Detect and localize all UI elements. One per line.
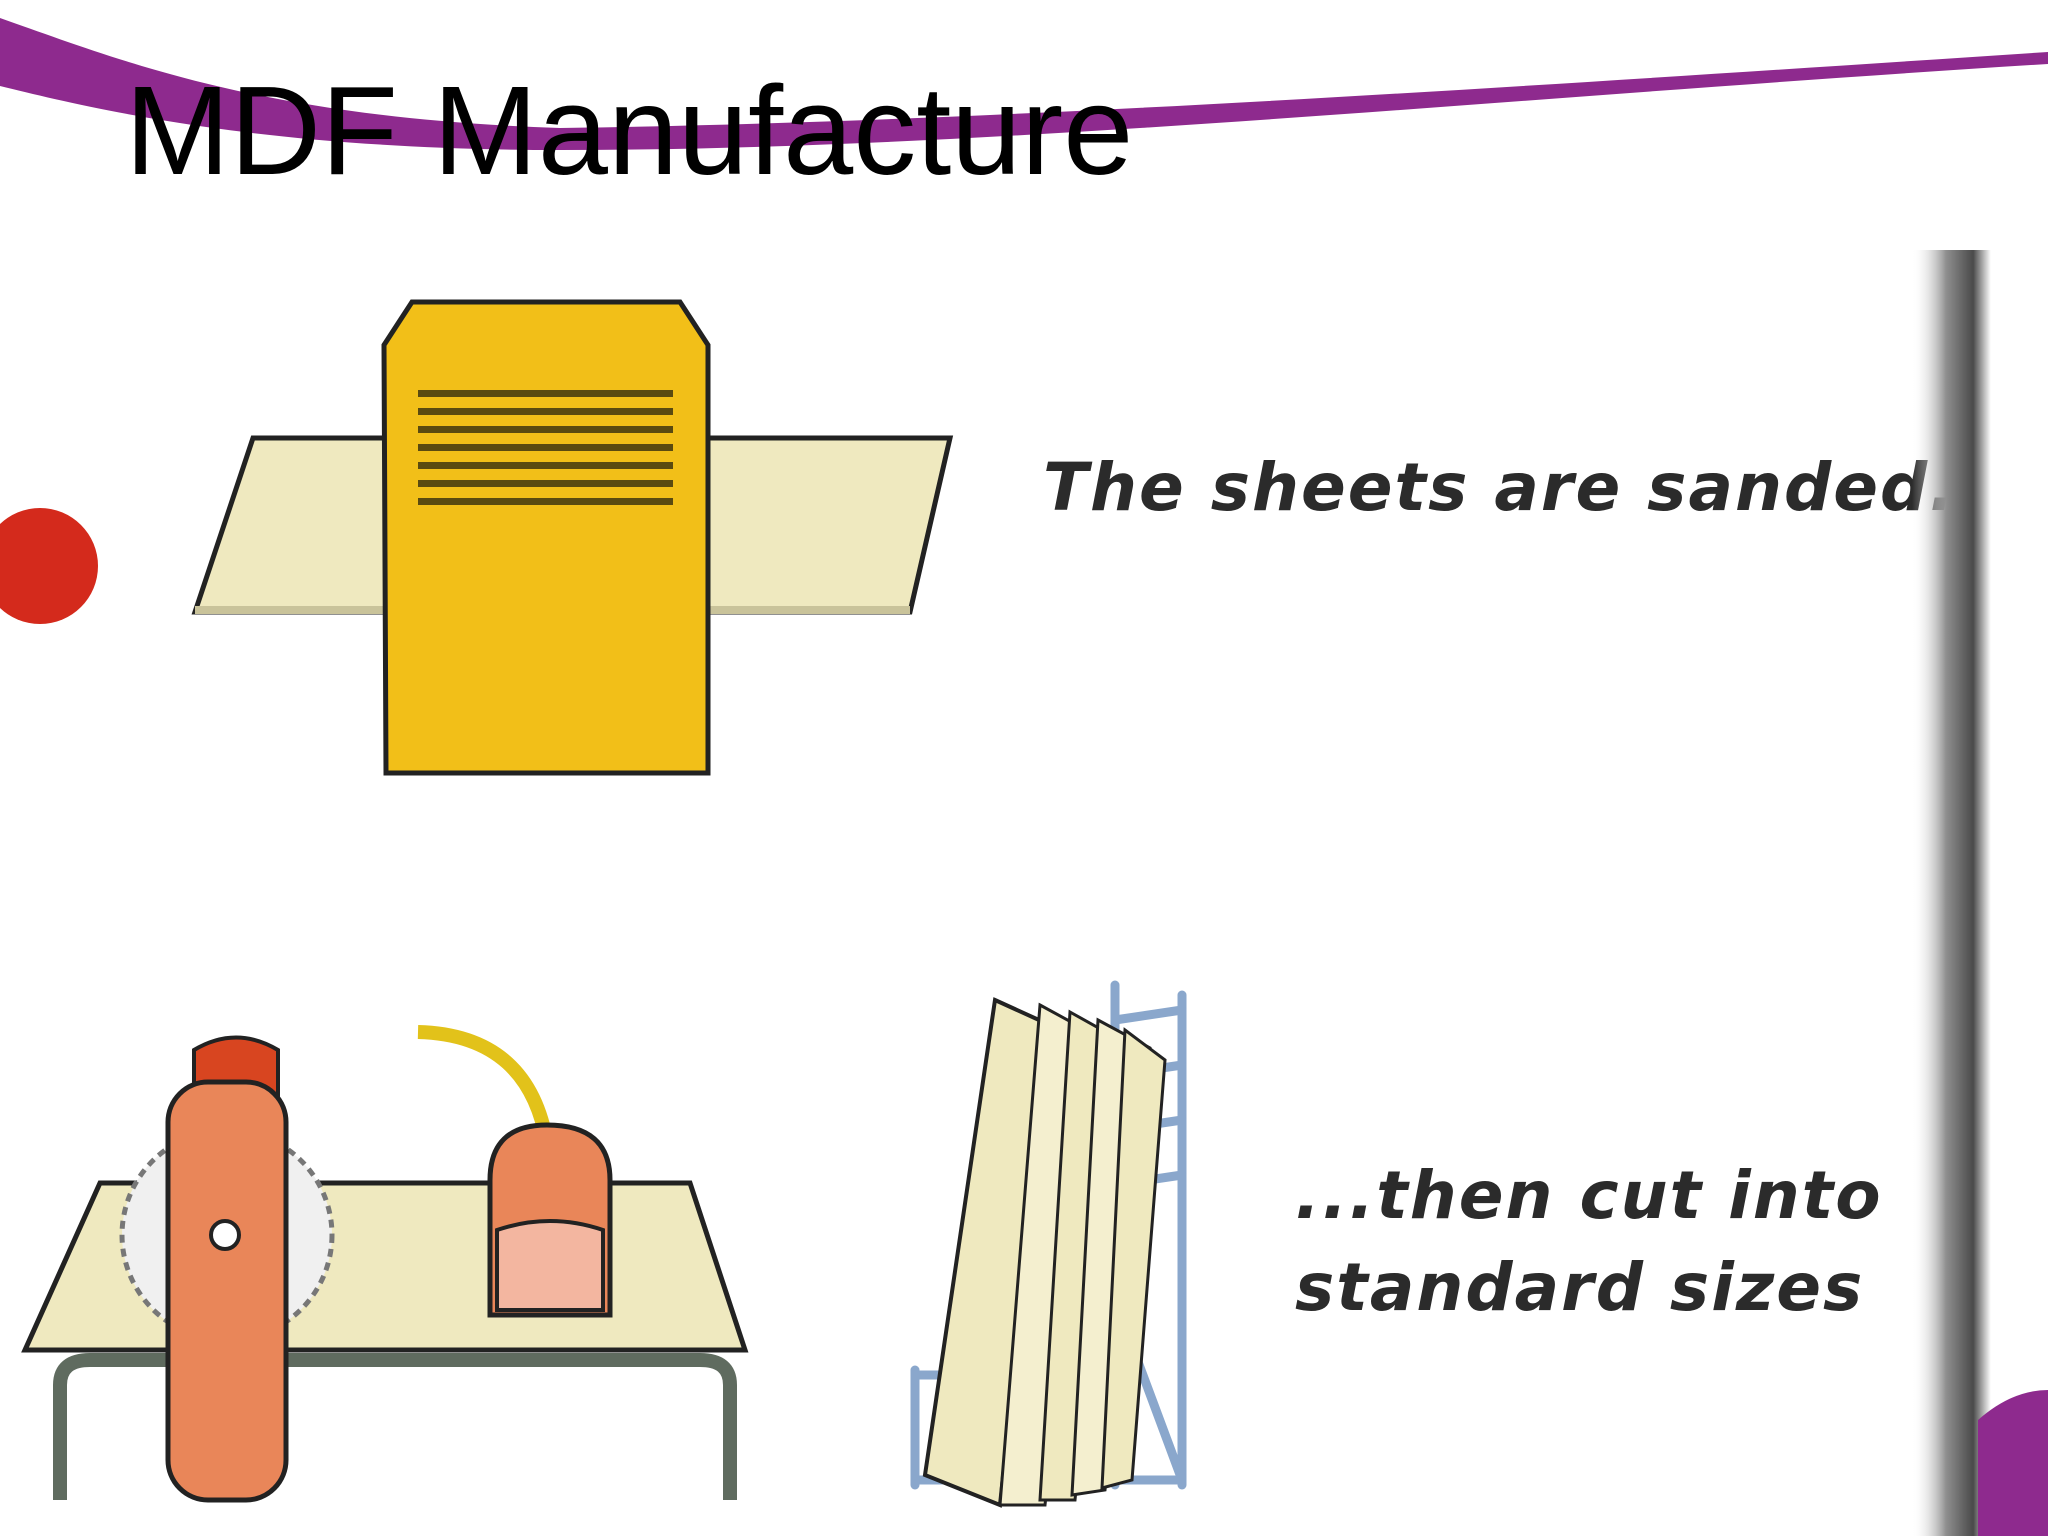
title-banner-swoosh [0,18,2048,150]
scan-page-edge-shadow [1912,250,2048,1536]
caption-cut-line2: standard sizes [1295,1249,1865,1326]
slide-title: MDF Manufacture [125,60,1134,201]
board-rack-icon [910,980,1187,1508]
caption-sanded: The sheets are sanded... [1043,449,2011,526]
red-bullet-icon [0,508,98,624]
sanding-machine-icon [191,299,954,776]
caption-cut-line1: ...then cut into [1295,1157,1883,1234]
panel-saw-icon [21,1025,749,1503]
